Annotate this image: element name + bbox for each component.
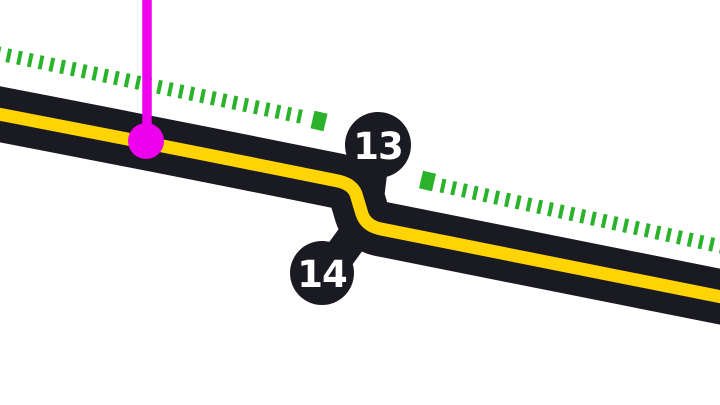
turn-14-badge-circle (290, 241, 354, 305)
car-position-marker[interactable] (128, 0, 164, 159)
track-centerline (0, 107, 720, 304)
car-marker-dot-icon[interactable] (128, 123, 164, 159)
drs-zone-right (418, 170, 720, 254)
turn-14-badge-label: 14 (297, 253, 347, 296)
turn-13-badge-circle (345, 112, 411, 178)
turn-13-badge: 13 (345, 112, 411, 178)
drs-start-block-right-icon (418, 170, 437, 192)
drs-end-block-left-icon (310, 110, 328, 132)
drs-dashes-right-icon (439, 178, 720, 254)
turn-14-badge: 14 (290, 241, 354, 305)
turn-13-badge-label: 13 (353, 125, 403, 168)
